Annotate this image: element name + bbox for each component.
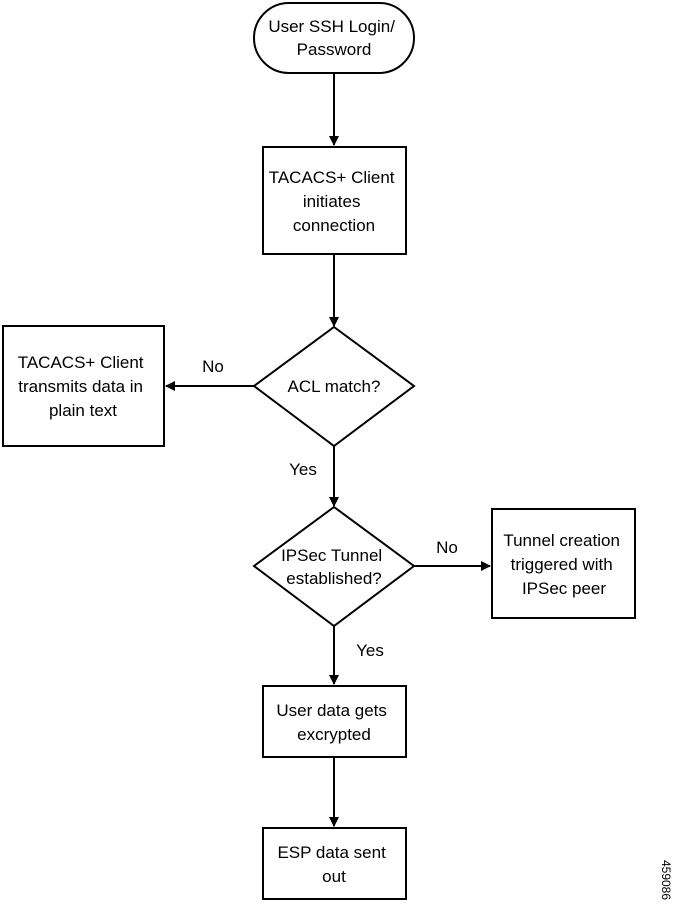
node-start: User SSH Login/ Password	[253, 2, 415, 74]
node-esp: ESP data sent out	[262, 827, 407, 900]
acl-decision-diamond	[252, 325, 416, 448]
tunnel-create-label: Tunnel creation triggered with IPSec pee…	[503, 531, 624, 598]
node-tunnel-check: IPSec Tunnel established?	[252, 505, 416, 628]
node-encrypt: User data gets excrypted	[262, 685, 407, 758]
esp-process-box	[262, 827, 407, 900]
tunnel-create-process-box	[491, 508, 636, 619]
node-initiate: TACACS+ Client initiates connection	[262, 146, 407, 255]
edge-label-tunnel-no: No	[436, 538, 458, 557]
start-label: User SSH Login/ Password	[268, 17, 399, 59]
edge-label-acl-yes: Yes	[289, 460, 317, 479]
plaintext-label: TACACS+ Client transmits data in plain t…	[18, 353, 149, 420]
edge-label-tunnel-yes: Yes	[356, 641, 384, 660]
start-terminator-shape	[253, 2, 415, 74]
initiate-label: TACACS+ Client initiates connection	[269, 168, 400, 235]
plaintext-process-box	[2, 325, 165, 447]
node-tunnel-create: Tunnel creation triggered with IPSec pee…	[491, 508, 636, 619]
encrypt-label: User data gets excrypted	[276, 701, 391, 744]
tunnel-check-label: IPSec Tunnel established?	[281, 546, 387, 588]
node-acl: ACL match?	[252, 325, 416, 448]
node-plaintext: TACACS+ Client transmits data in plain t…	[2, 325, 165, 447]
acl-label: ACL match?	[288, 377, 381, 396]
figure-id: 459086	[659, 860, 673, 900]
edge-label-acl-no: No	[202, 357, 224, 376]
encrypt-process-box	[262, 685, 407, 758]
esp-label: ESP data sent out	[277, 843, 390, 886]
tunnel-decision-diamond	[252, 505, 416, 628]
initiate-process-box	[262, 146, 407, 255]
